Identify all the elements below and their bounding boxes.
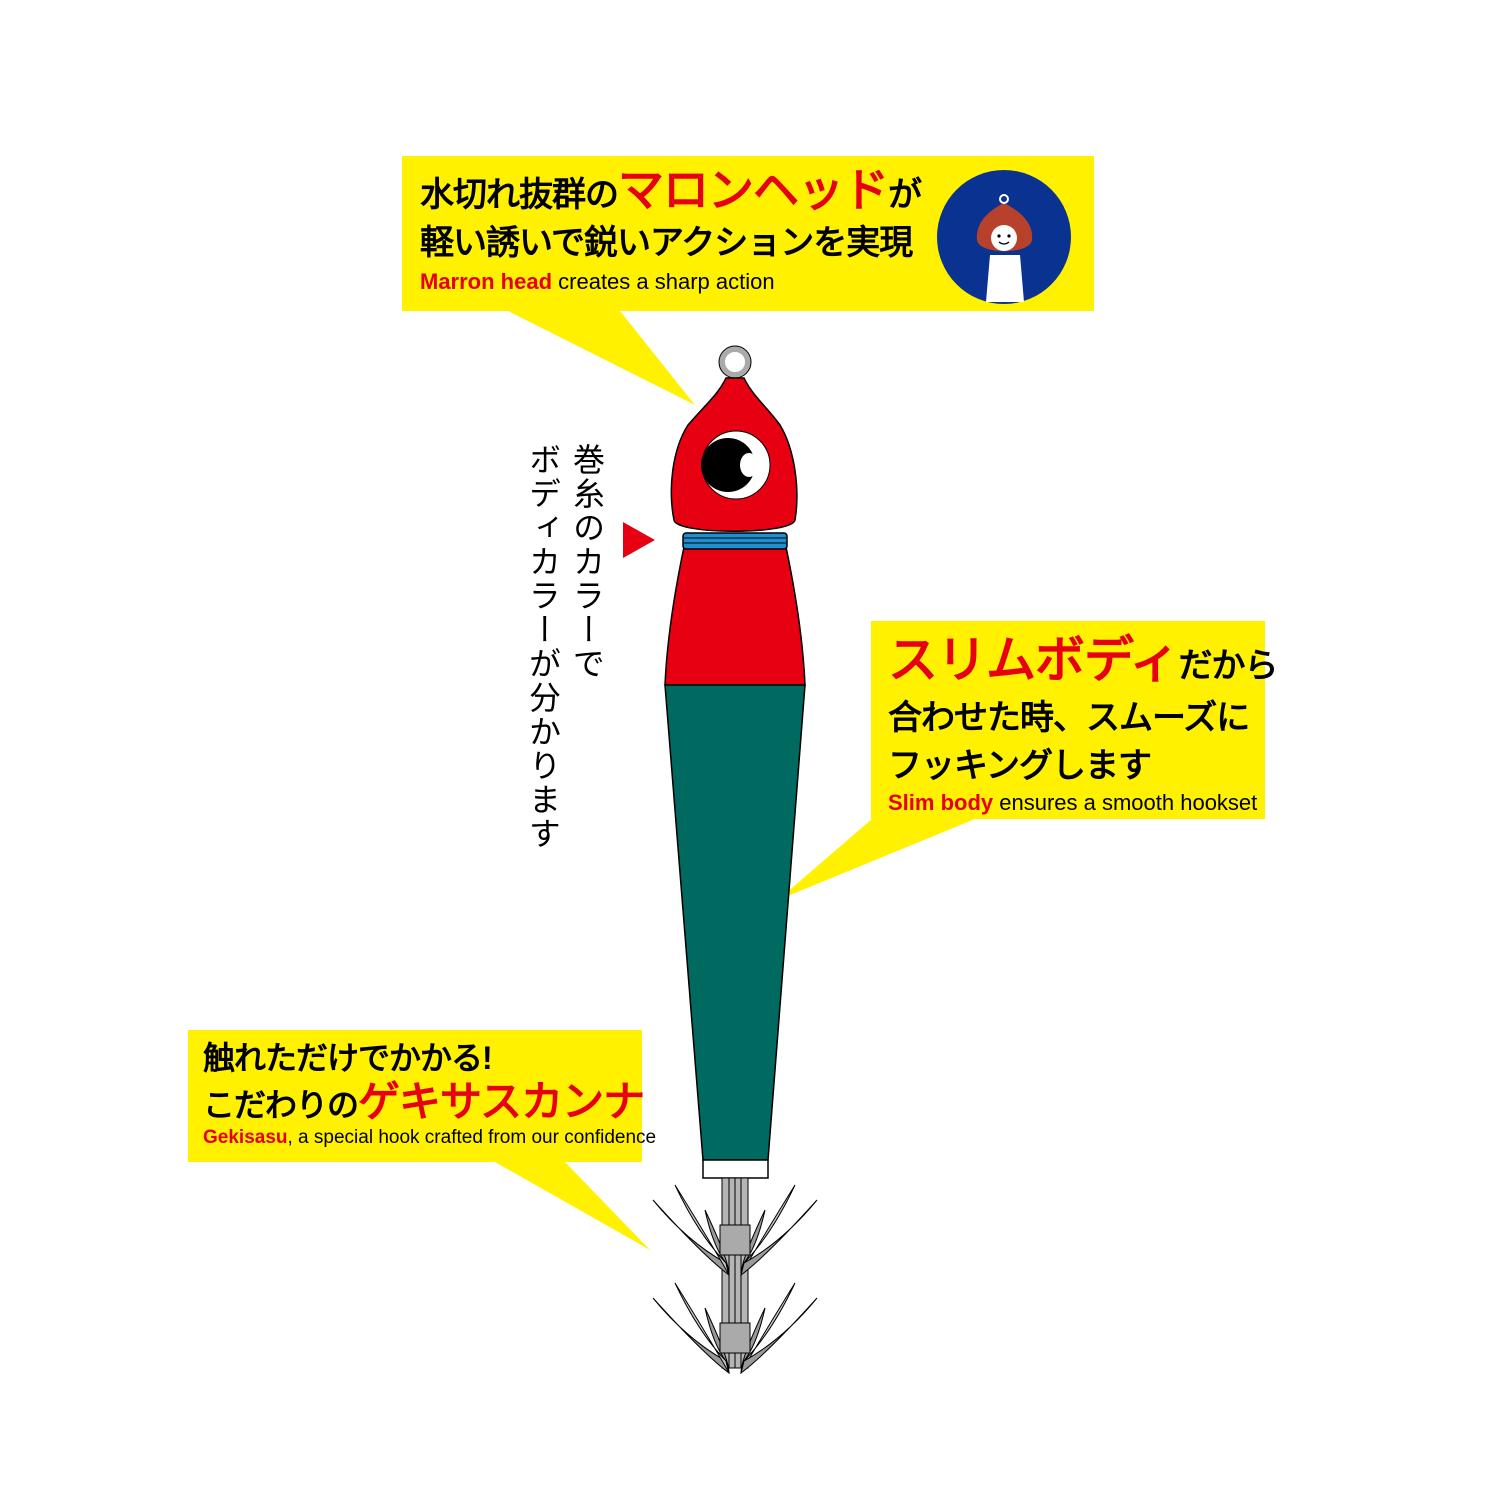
marron-mascot-icon <box>937 170 1071 304</box>
text-post: だから <box>1178 647 1279 685</box>
callout-body-line1: スリムボディだから <box>888 632 1279 694</box>
en-rest: creates a sharp action <box>552 269 775 294</box>
hook-barb <box>740 1282 796 1374</box>
hook-tier <box>652 1184 818 1277</box>
gekisasu-hooks <box>652 1184 818 1375</box>
text-pre: 水切れ抜群の <box>420 176 619 214</box>
en-highlight: Marron head <box>420 269 553 294</box>
callout-hook-line2: こだわりのゲキサスカンナ <box>203 1080 656 1127</box>
hook-barb <box>652 1199 730 1277</box>
highlight-gekisasu: ゲキサスカンナ <box>358 1078 645 1125</box>
callout-hook: 触れただけでかかる! こだわりのゲキサスカンナ Gekisasu, a spec… <box>203 1036 656 1149</box>
callout-head: 水切れ抜群のマロンヘッドが 軽い誘いで鋭いアクションを実現 Marron hea… <box>420 164 922 295</box>
en-highlight: Slim body <box>888 790 994 815</box>
pointer-triangle <box>623 522 655 558</box>
vertical-note-line2: ボディカラーが分かります <box>525 443 561 851</box>
callout-hook-en: Gekisasu, a special hook crafted from ou… <box>203 1127 656 1149</box>
en-rest: ensures a smooth hookset <box>993 790 1258 815</box>
red-body <box>664 546 806 686</box>
hook-barb <box>674 1282 730 1374</box>
callout-head-line1: 水切れ抜群のマロンヘッドが <box>420 164 922 219</box>
eye-ring <box>719 346 751 378</box>
white-tail <box>702 1159 769 1179</box>
hook-barb <box>740 1184 796 1276</box>
hook-sleeve <box>719 1224 751 1256</box>
text-pre: こだわりの <box>203 1087 359 1123</box>
callout-body-box <box>778 621 1265 900</box>
hook-barb <box>740 1297 818 1375</box>
callout-head-en: Marron head creates a sharp action <box>420 269 921 295</box>
highlight-slim-body: スリムボディ <box>888 632 1179 688</box>
callout-head-line2: 軽い誘いで鋭いアクションを実現 <box>420 224 913 262</box>
en-highlight: Gekisasu <box>203 1127 288 1148</box>
callout-body-line3: フッキングします <box>888 747 1152 785</box>
callout-hook-box <box>188 1030 650 1250</box>
thread-band <box>682 532 788 550</box>
vertical-note-line1: 巻糸のカラーで <box>569 443 605 681</box>
hook-tier <box>652 1282 818 1375</box>
hook-barb <box>740 1199 818 1277</box>
callout-body-en: Slim body ensures a smooth hookset <box>888 790 1278 816</box>
callout-hook-line1: 触れただけでかかる! <box>203 1040 493 1076</box>
highlight-marron-head: マロンヘッド <box>618 164 889 216</box>
callout-body-line2: 合わせた時、スムーズに <box>888 699 1250 737</box>
text-post: が <box>888 176 922 214</box>
en-rest: , a special hook crafted from our confid… <box>287 1127 657 1148</box>
hook-barb <box>674 1184 730 1276</box>
hook-barb <box>652 1297 730 1375</box>
callout-body: スリムボディだから 合わせた時、スムーズに フッキングします Slim body… <box>888 632 1279 816</box>
green-body <box>664 684 806 1161</box>
hook-sleeve <box>719 1322 751 1354</box>
